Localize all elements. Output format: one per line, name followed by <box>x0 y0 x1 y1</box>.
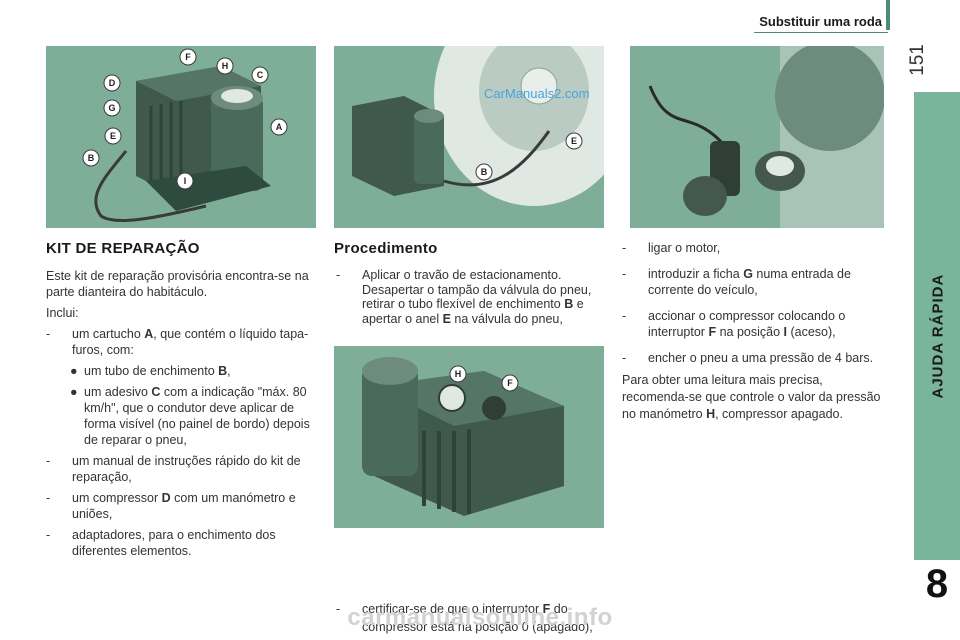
label-D: D <box>109 78 116 88</box>
procedure-step-1: -Aplicar o travão de estacionamento. Des… <box>336 268 592 326</box>
label-C: C <box>257 70 264 80</box>
label-G: G <box>108 103 115 113</box>
procedure-step-2: -certificar-se de que o interruptor F do… <box>336 602 593 634</box>
header-accent-bar <box>886 0 890 30</box>
label-H: H <box>222 61 229 71</box>
section-heading-kit: KIT DE REPARAÇÃO <box>46 240 200 257</box>
pressure-note: Para obter uma leitura mais precisa, rec… <box>622 373 881 421</box>
procedure-step-5: -accionar o compressor colocando o inter… <box>622 309 846 339</box>
section-heading-procedure: Procedimento <box>334 240 438 257</box>
page-number: 151 <box>907 44 928 76</box>
list-subitem: ●um tubo de enchimento B, <box>70 364 231 378</box>
chapter-side-tab <box>914 92 960 560</box>
label-I: I <box>184 176 187 186</box>
column-kit: Este kit de reparação provisória encontr… <box>46 268 316 564</box>
list-item: -um compressor D com um manómetro e uniõ… <box>46 491 296 521</box>
list-item: -um manual de instruções rápido do kit d… <box>46 454 301 484</box>
list-item: -um cartucho A, que contém o líquido tap… <box>46 327 309 357</box>
figure-wheel-connection: E B CarManuals2.com <box>334 46 604 228</box>
procedure-step-3: -ligar o motor, <box>622 241 721 255</box>
label-F: F <box>507 378 513 388</box>
figure-repair-kit: F H D C G A E B I <box>46 46 316 228</box>
image-watermark: CarManuals2.com <box>484 86 590 101</box>
chapter-number: 8 <box>925 562 949 606</box>
chapter-label: AJUDA RÁPIDA <box>930 274 947 399</box>
procedure-step-4: -introduzir a ficha G numa entrada de co… <box>622 267 851 297</box>
label-F: F <box>185 52 191 62</box>
kit-includes: Inclui: <box>46 306 79 320</box>
running-header: Substituir uma roda <box>759 14 882 29</box>
footer-watermark: carmanualsonline.info <box>347 604 613 631</box>
kit-intro: Este kit de reparação provisória encontr… <box>46 269 309 299</box>
figure-compressor-switch: H F <box>334 346 604 528</box>
column-procedure-continued: -ligar o motor, -introduzir a ficha G nu… <box>622 240 892 423</box>
label-H: H <box>455 369 462 379</box>
list-item: -adaptadores, para o enchimento dos dife… <box>46 528 276 558</box>
procedure-step-6: -encher o pneu a uma pressão de 4 bars. <box>622 351 874 365</box>
figure-power-socket <box>630 46 884 228</box>
label-B: B <box>88 153 95 163</box>
label-E: E <box>110 131 116 141</box>
label-A: A <box>276 122 283 132</box>
label-E: E <box>571 136 577 146</box>
list-subitem: ●um adesivo C com a indicação "máx. 80 k… <box>70 385 310 447</box>
label-B: B <box>481 167 488 177</box>
header-rule <box>754 32 888 33</box>
